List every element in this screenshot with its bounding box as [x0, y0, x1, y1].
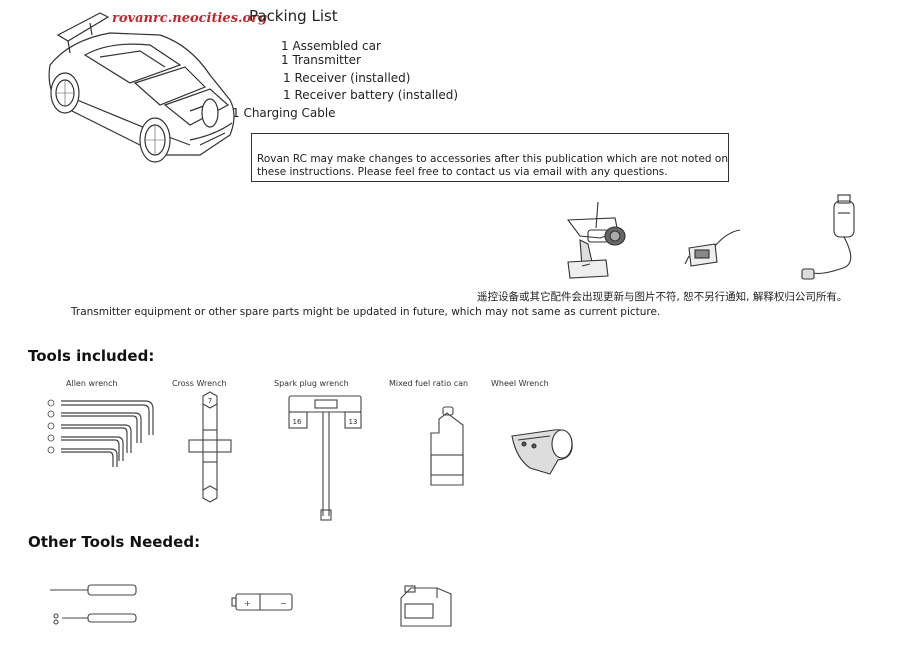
packing-item-assembled-car: 1 Assembled car	[281, 39, 381, 53]
fuel-can-illustration	[430, 406, 464, 486]
tools-included-heading: Tools included:	[28, 347, 155, 365]
cross-wrench-mark: 7	[208, 397, 212, 405]
tool-caption-cross-wrench: Cross Wrench	[172, 379, 227, 388]
svg-text:−: −	[280, 599, 287, 608]
packing-item-receiver: 1 Receiver (installed)	[283, 71, 411, 85]
watermark-text: rovanrc.neocities.org	[112, 11, 268, 26]
transmitter-illustration	[566, 201, 626, 279]
packing-item-receiver-battery: 1 Receiver battery (installed)	[283, 88, 459, 102]
allen-wrench-set-illustration	[47, 399, 154, 467]
tool-caption-wheel-wrench: Wheel Wrench	[491, 379, 549, 388]
charger-illustration	[801, 194, 855, 280]
spark-mark-16: 16	[293, 418, 302, 426]
notice-box: Rovan RC may make changes to accessories…	[251, 133, 729, 182]
battery-illustration: + −	[231, 593, 293, 611]
spark-mark-13: 13	[349, 418, 358, 426]
chinese-update-note: 遥控设备或其它配件会出现更新与图片不符, 恕不另行通知, 解释权归公司所有。	[477, 291, 848, 303]
wheel-wrench-illustration	[511, 429, 573, 475]
fuel-jug-illustration	[400, 585, 452, 627]
spark-plug-wrench-illustration: 16 13	[288, 395, 362, 521]
tool-caption-allen-wrench: Allen wrench	[66, 379, 118, 388]
other-tools-heading: Other Tools Needed:	[28, 533, 201, 551]
english-update-note: Transmitter equipment or other spare par…	[71, 306, 661, 318]
car-illustration	[48, 12, 235, 163]
packing-item-charging-cable: 1 Charging Cable	[232, 106, 336, 120]
packing-list-title: Packing List	[249, 7, 338, 25]
packing-item-transmitter: 1 Transmitter	[281, 53, 361, 67]
screwdriver-set-illustration	[50, 584, 137, 625]
receiver-illustration	[684, 229, 741, 267]
svg-text:+: +	[244, 599, 251, 608]
tool-caption-fuel-can: Mixed fuel ratio can	[389, 379, 469, 388]
tool-caption-spark-plug-wrench: Spark plug wrench	[274, 379, 349, 388]
notice-line-1: Rovan RC may make changes to accessories…	[257, 153, 729, 165]
cross-wrench-illustration: 7	[188, 391, 232, 503]
notice-line-2: these instructions. Please feel free to …	[257, 166, 668, 178]
